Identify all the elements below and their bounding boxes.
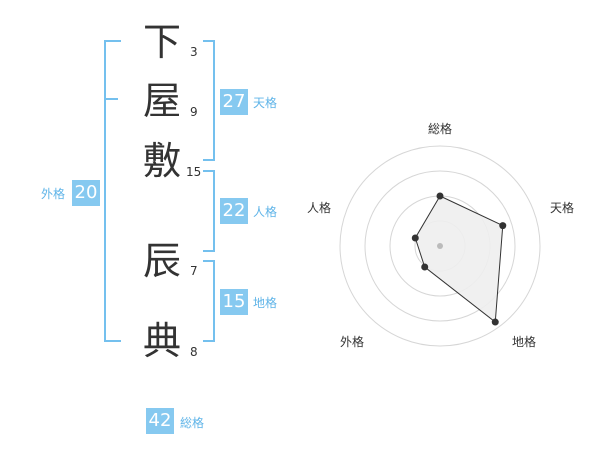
radar-axis-label-tenkaku: 天格 — [550, 201, 575, 215]
gaikaku-label: 外格 — [41, 187, 66, 201]
stroke-count-4: 7 — [190, 264, 198, 278]
radar-point-2 — [491, 318, 499, 326]
name-char-2: 屋 — [143, 79, 182, 123]
tenkaku-value-badge: 27 — [220, 89, 248, 115]
name-char-4: 辰 — [143, 239, 182, 283]
radar-point-3 — [421, 263, 429, 271]
name-char-3: 敷 — [143, 139, 182, 183]
radar-axis-label-jinkaku: 人格 — [307, 201, 332, 215]
chikaku-value-badge: 15 — [220, 289, 248, 315]
radar-grid-ring — [339, 145, 541, 347]
radar-grid-ring — [364, 170, 516, 322]
gaikaku-bracket-tick — [106, 98, 118, 100]
stroke-count-5: 8 — [190, 345, 198, 359]
chikaku-label: 地格 — [253, 296, 278, 310]
name-char-5: 典 — [143, 319, 182, 363]
jinkaku-label: 人格 — [253, 205, 278, 219]
name-char-1: 下 — [143, 20, 182, 64]
radar-point-0 — [436, 192, 444, 200]
soukaku-value-badge: 42 — [146, 408, 174, 434]
stroke-count-1: 3 — [190, 45, 198, 59]
soukaku-label: 総格 — [180, 416, 205, 430]
tenkaku-bracket — [203, 40, 215, 161]
jinkaku-bracket — [203, 170, 215, 252]
gaikaku-bracket — [104, 40, 121, 342]
gaikaku-value-badge: 20 — [72, 180, 100, 206]
radar-axis-label-chikaku: 地格 — [512, 335, 537, 349]
radar-center-point — [437, 243, 443, 249]
tenkaku-label: 天格 — [253, 96, 278, 110]
radar-point-4 — [411, 234, 419, 242]
stroke-count-3: 15 — [186, 165, 202, 179]
jinkaku-value-badge: 22 — [220, 198, 248, 224]
chikaku-bracket — [203, 260, 215, 342]
radar-axis-label-soukaku: 総格 — [428, 122, 453, 136]
stroke-count-2: 9 — [190, 105, 198, 119]
radar-value-polygon — [414, 195, 504, 324]
radar-axis-label-gaikaku: 外格 — [340, 335, 365, 349]
radar-point-1 — [499, 222, 507, 230]
